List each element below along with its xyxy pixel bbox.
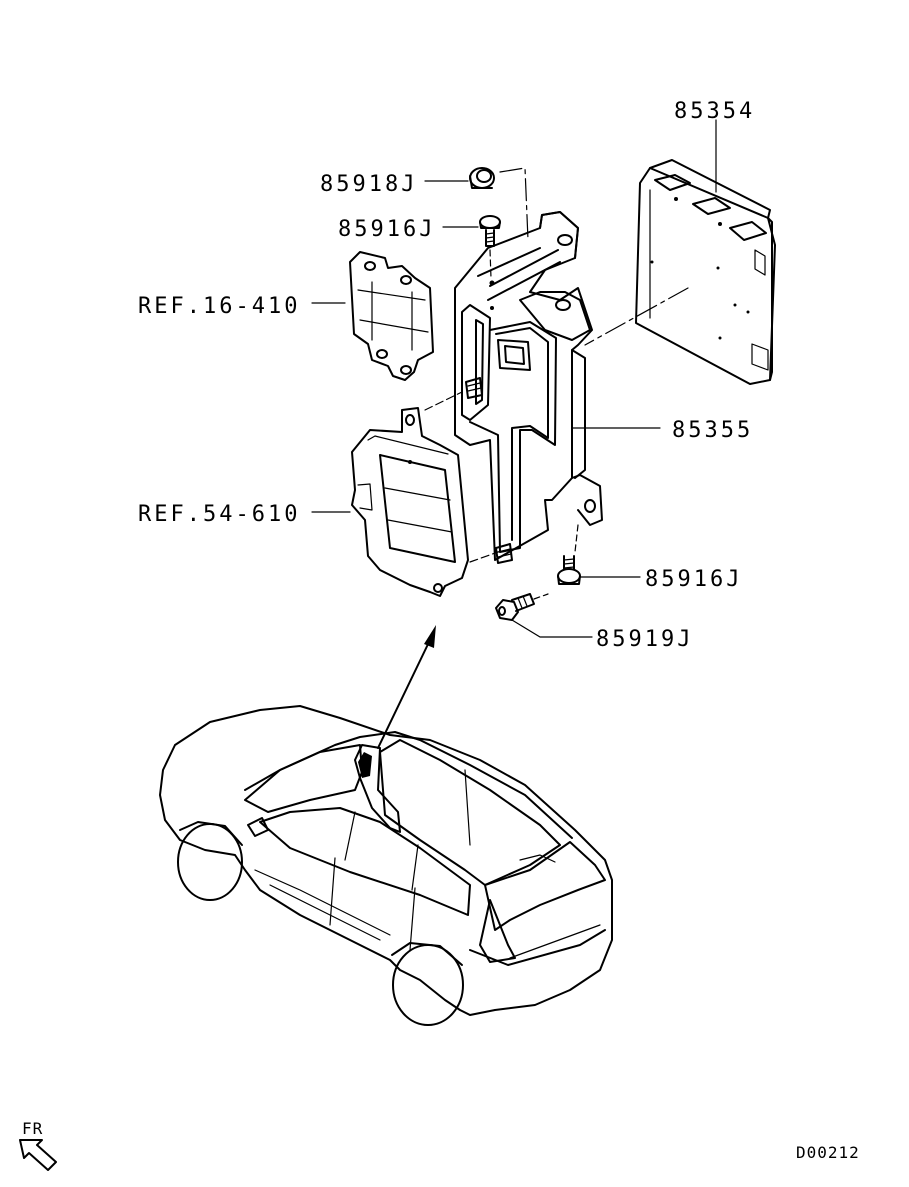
label-ref-54-610: REF.54-610 <box>138 502 300 527</box>
diagram-code: D00212 <box>796 1143 860 1162</box>
label-85918J-top: 85918J <box>320 172 417 197</box>
front-direction-arrow-icon <box>19 1139 57 1171</box>
vehicle-outline <box>159 705 613 1026</box>
module-ref-16-410 <box>349 251 434 381</box>
direction-label: FR <box>22 1119 43 1138</box>
module-ref-54-610 <box>351 407 469 597</box>
screw-85916J-top <box>479 215 501 247</box>
label-85916J-bottom: 85916J <box>645 567 742 592</box>
nut-85918J <box>469 167 495 189</box>
location-arrow <box>377 625 436 749</box>
bracket-85355 <box>454 211 603 564</box>
label-85355: 85355 <box>672 418 753 443</box>
screw-85916J-bottom <box>557 555 581 585</box>
label-85919J: 85919J <box>596 627 693 652</box>
label-ref-16-410: REF.16-410 <box>138 294 300 319</box>
label-85354: 85354 <box>674 99 755 124</box>
bolt-85919J <box>495 593 535 621</box>
label-85916J-top: 85916J <box>338 217 435 242</box>
control-unit-85354 <box>635 159 776 385</box>
